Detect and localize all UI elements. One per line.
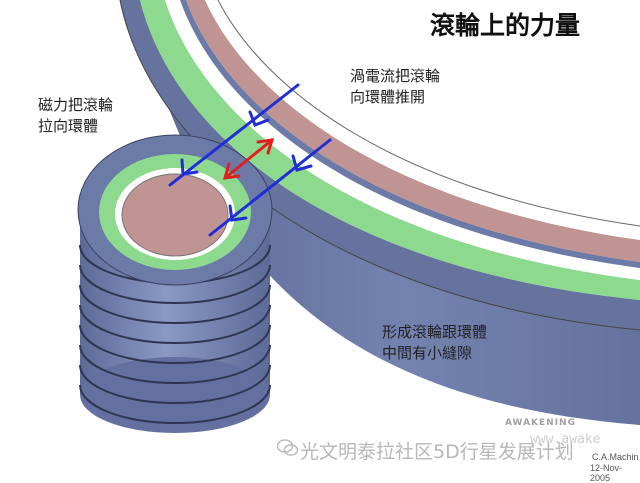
field-arrowhead-4 <box>228 204 248 222</box>
field-arrowhead-1 <box>248 110 270 127</box>
roller-top-core <box>121 173 229 257</box>
field-arrowhead-2 <box>180 158 199 176</box>
magnetic-field-arrows <box>168 83 332 237</box>
watermark-text: 光文明泰拉社区5D行星发展计划 <box>300 441 574 463</box>
gap-label: 形成滾輪跟環體 中間有小縫隙 <box>382 323 488 362</box>
diagram-title: 滾輪上的力量 <box>430 11 581 40</box>
roller <box>77 134 273 433</box>
wechat-icon <box>277 439 299 456</box>
watermark-url: www.awake <box>530 432 601 447</box>
roller-disc-lines <box>79 244 271 424</box>
eddy-arrowhead-down <box>222 162 241 180</box>
ring-core <box>186 0 640 262</box>
field-line-2 <box>208 138 332 237</box>
date-credit: 12-Nov-2005 <box>590 463 623 483</box>
field-line-1 <box>168 83 300 187</box>
eddy-push-label: 渦電流把滾輪 向環體推開 <box>350 67 441 106</box>
eddy-arrowhead-up <box>256 138 275 155</box>
magnetic-pull-label: 磁力把滾輪 拉向環體 <box>38 96 114 135</box>
roller-bottom <box>80 357 270 433</box>
watermark-brand: AWAKENING <box>505 418 576 428</box>
eddy-current-arrow <box>222 138 275 180</box>
ring-side-wall <box>120 0 640 425</box>
field-arrowhead-3 <box>291 154 313 172</box>
author-credit: C.A.Machin <box>592 452 639 462</box>
ring-magnet-band <box>140 0 640 300</box>
